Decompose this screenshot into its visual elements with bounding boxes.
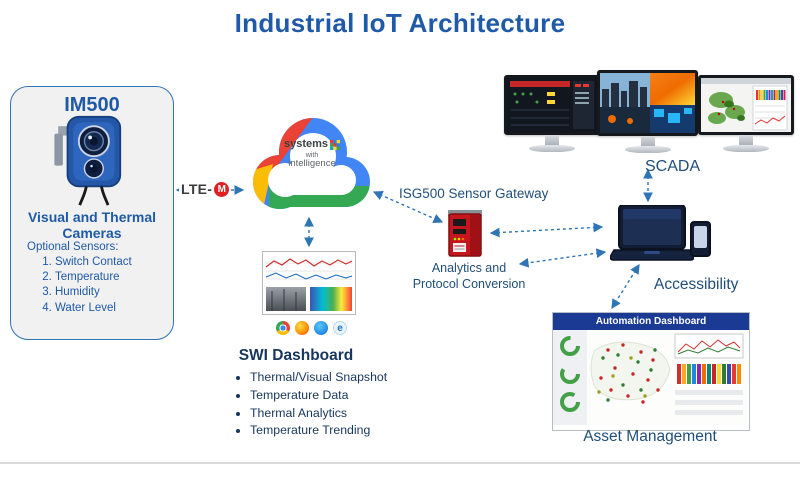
- asset-dashboard-body: [553, 330, 747, 425]
- gateway-sublabel-line2: Protocol Conversion: [412, 276, 526, 291]
- gateway-sublabel: Analytics and Protocol Conversion: [404, 261, 534, 292]
- swi-logo-with: with: [305, 151, 319, 159]
- scada-analytics-screen: [701, 78, 791, 132]
- diagram-title: Industrial IoT Architecture: [234, 8, 566, 38]
- google-cloud-icon: [253, 118, 370, 209]
- smartphone-icon: [690, 221, 711, 257]
- optional-sensors: Optional Sensors: Switch ContactTemperat…: [27, 241, 167, 316]
- list-item: Temperature: [55, 270, 167, 285]
- list-item: Thermal Analytics: [250, 405, 387, 423]
- asset-management-dashboard: Automation Dashboard: [552, 312, 750, 431]
- im500-title: IM500: [64, 94, 120, 116]
- scada-thermal-screen: [600, 73, 695, 133]
- list-item: Temperature Data: [250, 387, 387, 405]
- monitor-stand: [640, 136, 655, 147]
- monitor-stand: [545, 135, 559, 146]
- lte-m-label: LTE- M: [179, 180, 232, 198]
- internet-explorer-icon: e: [333, 321, 347, 335]
- automation-dashboard-header: Automation Dashboard: [553, 313, 749, 330]
- scada-label: SCADA: [645, 158, 701, 175]
- swi-dashboard-features: Thermal/Visual SnapshotTemperature DataT…: [236, 369, 387, 440]
- list-item: Thermal/Visual Snapshot: [250, 369, 387, 387]
- swi-dashboard-title: SWI Dashboard: [238, 347, 354, 364]
- gateway-sublabel-line1: Analytics and: [431, 261, 507, 275]
- swi-logo-intelligence: intelligence: [288, 157, 336, 169]
- swi-pixel-grid-icon: [330, 139, 341, 150]
- lte-text: LTE-: [181, 181, 213, 197]
- swi-logo-systems: systems: [283, 138, 329, 150]
- im500-panel: IM500 Visual and Thermal Cameras Optiona…: [10, 86, 174, 340]
- lte-m-icon: M: [214, 181, 230, 197]
- im500-caption: Visual and Thermal Cameras: [11, 209, 173, 241]
- asset-management-label: Asset Management: [583, 428, 717, 445]
- monitor-base: [529, 145, 575, 152]
- monitor-base: [723, 145, 769, 152]
- arrow-laptop-asset: [611, 263, 640, 310]
- scada-monitor-thermal: [597, 70, 698, 153]
- swi-dashboard-thumbnail: [262, 251, 356, 315]
- firefox-browser-icon: [295, 321, 309, 335]
- footer-divider: [0, 462, 800, 464]
- list-item: Switch Contact: [55, 255, 167, 270]
- accessibility-label: Accessibility: [654, 276, 739, 293]
- list-item: Humidity: [55, 285, 167, 300]
- gateway-label: ISG500 Sensor Gateway: [399, 186, 549, 201]
- im500-caption-line2: Cameras: [62, 225, 122, 242]
- scada-monitor-hmi: [504, 75, 600, 152]
- safari-browser-icon: [314, 321, 328, 335]
- chrome-browser-icon: [276, 321, 290, 335]
- smartphone-screen: [694, 226, 707, 248]
- scada-monitor-analytics: [698, 75, 794, 152]
- arrow-laptop-analytics: [518, 248, 607, 268]
- thermal-camera-icon: [54, 115, 122, 206]
- systems-with-intelligence-logo: systems with intelligence: [272, 138, 352, 169]
- laptop-icon: [610, 205, 694, 261]
- optional-sensors-list: Switch ContactTemperatureHumidityWater L…: [27, 255, 167, 316]
- monitor-base: [624, 146, 671, 153]
- scada-hmi-screen: [507, 78, 597, 132]
- monitor-stand: [739, 135, 753, 146]
- im500-caption-line1: Visual and Thermal: [27, 209, 157, 225]
- arrow-gateway-laptop: [489, 222, 604, 238]
- optional-sensors-heading: Optional Sensors:: [27, 241, 119, 253]
- list-item: Water Level: [55, 301, 167, 316]
- swi-dashboard-feature-list: Thermal/Visual SnapshotTemperature DataT…: [236, 369, 387, 440]
- arrow-cloud-gateway: [372, 190, 444, 224]
- browser-icons: e: [276, 321, 347, 335]
- list-item: Temperature Trending: [250, 422, 387, 440]
- sensor-gateway-device-icon: [448, 210, 482, 257]
